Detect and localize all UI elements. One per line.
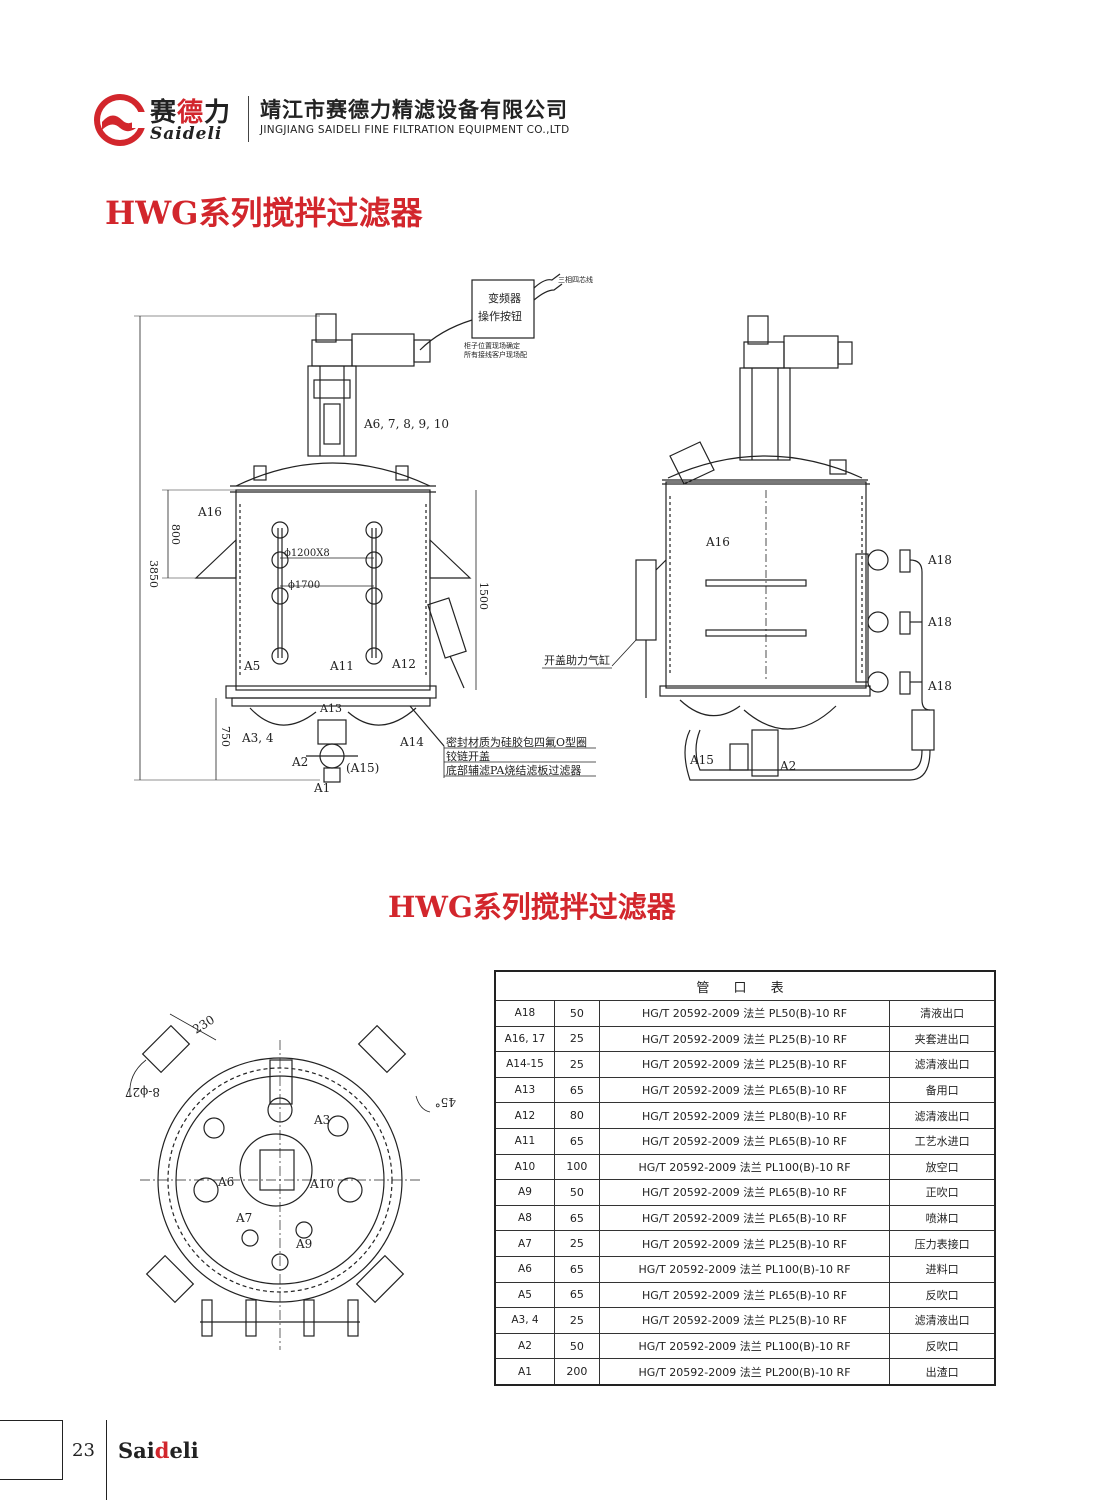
brand-name-cn: 赛德力 xyxy=(150,98,232,128)
callout-filter: 底部辅滤PA烧结滤板过滤器 xyxy=(446,763,581,777)
top-nozzle-a6: A6 xyxy=(217,1175,234,1189)
callout-hinge: 铰链开盖 xyxy=(446,749,490,763)
nozzle-a16: A16 xyxy=(197,505,222,519)
page-number: 23 xyxy=(72,1440,95,1461)
cable-label: 三相四芯线 xyxy=(558,275,593,284)
nozzle-a2: A2 xyxy=(291,755,308,769)
nozzle-a11: A11 xyxy=(329,659,354,673)
inverter-label-2: 操作按钮 xyxy=(478,309,522,323)
dim-phi1700: ϕ1700 xyxy=(288,580,320,591)
company-name-en: JINGJIANG SAIDELI FINE FILTRATION EQUIPM… xyxy=(260,124,570,136)
footer-box xyxy=(0,1420,63,1480)
inverter-box xyxy=(471,279,535,339)
nozzle-a6-10: A6, 7, 8, 9, 10 xyxy=(363,417,449,431)
top-nozzle-a3: A3 xyxy=(313,1113,330,1127)
nozzle-a1: A1 xyxy=(313,781,330,795)
side-elevation-drawing: A16 A18 A18 A18 开盖助力气缸 A15 A2 xyxy=(542,315,952,781)
side-nozzle-a18-2: A18 xyxy=(927,615,952,629)
dim-1500: 1500 xyxy=(477,582,490,610)
dim-phi1200: ϕ1200X8 xyxy=(284,548,330,559)
dim-3850: 3850 xyxy=(147,560,160,588)
dim-750: 750 xyxy=(219,726,232,747)
nozzle-a15: (A15) xyxy=(346,761,379,775)
nozzle-a14: A14 xyxy=(399,735,424,749)
inverter-note-2: 所有接线客户现场配 xyxy=(464,350,527,359)
nozzle-a34: A3, 4 xyxy=(241,731,274,745)
side-nozzle-a15: A15 xyxy=(689,753,714,767)
dim-8phi27: 8-ϕ27 xyxy=(125,1085,160,1099)
callout-seal: 密封材质为硅胶包四氟O型圈 xyxy=(446,735,587,749)
header-divider xyxy=(248,96,249,142)
brand-name-en: Saideli xyxy=(150,124,223,144)
inverter-label-1: 变频器 xyxy=(488,291,521,305)
footer-brand: Saideli xyxy=(118,1438,199,1463)
top-nozzle-a9: A9 xyxy=(295,1237,312,1251)
top-nozzle-a7: A7 xyxy=(235,1211,252,1225)
nozzle-a13: A13 xyxy=(319,702,342,715)
cylinder-label: 开盖助力气缸 xyxy=(544,653,610,667)
dim-45: 45° xyxy=(435,1095,456,1109)
company-name-cn: 靖江市赛德力精滤设备有限公司 xyxy=(260,98,568,122)
page-title: HWG系列搅拌过滤器 xyxy=(105,194,423,232)
side-nozzle-a18-1: A18 xyxy=(927,553,952,567)
side-nozzle-a2: A2 xyxy=(779,759,796,773)
nozzle-a5: A5 xyxy=(243,659,260,673)
inverter-note-1: 柜子位置现场确定 xyxy=(464,341,520,350)
footer-divider xyxy=(106,1420,107,1500)
side-nozzle-a16: A16 xyxy=(705,535,730,549)
top-plan-drawing: 230 8-ϕ27 45° A3 A6 A10 A7 A9 xyxy=(125,1013,456,1350)
top-nozzle-a10: A10 xyxy=(309,1177,334,1191)
dim-800: 800 xyxy=(169,524,182,545)
nozzle-table-title: 管 口 表 xyxy=(494,970,996,1001)
company-logo-icon xyxy=(94,94,148,146)
nozzle-a12: A12 xyxy=(391,657,416,671)
front-elevation-drawing: 三相四芯线 变频器 操作按钮 柜子位置现场确定 所有接线客户现场配 A6, 7,… xyxy=(134,273,596,795)
section-title: HWG系列搅拌过滤器 xyxy=(388,890,676,924)
side-nozzle-a18-3: A18 xyxy=(927,679,952,693)
